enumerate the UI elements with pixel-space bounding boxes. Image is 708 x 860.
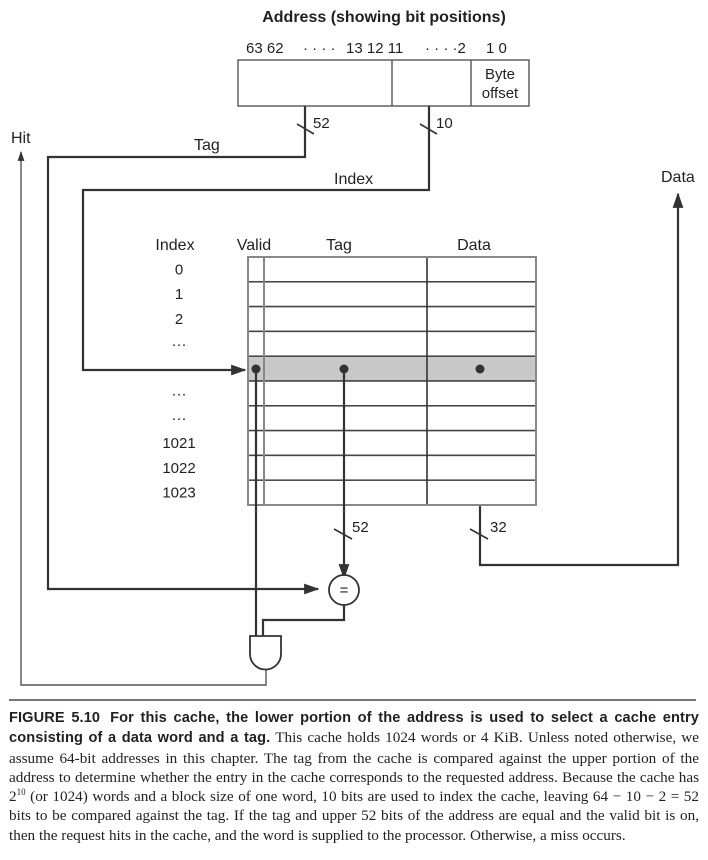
- cache-tag-width-label: 52: [352, 519, 369, 536]
- index-wire-label: Index: [334, 171, 373, 188]
- tag-bus-slash: [296, 123, 315, 135]
- and-gate: [249, 635, 282, 671]
- tag-tap-dot: [339, 364, 349, 374]
- cache-row: [247, 256, 537, 283]
- cache-row: [247, 305, 537, 333]
- cache-row: [247, 380, 537, 407]
- cache-table: 0 1 2 ··· ··· ··· 1021 1022 1023: [162, 256, 537, 506]
- header-data: Data: [457, 237, 491, 254]
- caption-divider: [9, 699, 696, 701]
- row-index-label: 1021: [162, 435, 195, 452]
- header-tag: Tag: [326, 237, 352, 254]
- caption-superscript: 10: [16, 787, 26, 798]
- address-title: Address (showing bit positions): [262, 9, 506, 26]
- cache-row: [247, 330, 537, 357]
- valid-tap-dot: [251, 364, 261, 374]
- header-index: Index: [155, 237, 194, 254]
- row-index-label: ···: [172, 336, 187, 353]
- tag-wire-label: Tag: [194, 137, 220, 154]
- cache-row: [247, 454, 537, 481]
- caption-body-2: (or 1024) words and a block size of one …: [9, 788, 699, 844]
- row-index-label: 1: [175, 286, 183, 303]
- row-index-label: 1022: [162, 460, 195, 477]
- tag-width-label: 52: [313, 115, 330, 132]
- cache-table-border: [247, 256, 537, 506]
- index-bus-slash: [419, 123, 438, 135]
- row-index-label: 1023: [162, 485, 195, 502]
- caption-body-1: This cache holds 1024 words or 4 KiB. Un…: [9, 729, 699, 806]
- header-valid: Valid: [237, 237, 271, 254]
- cache-row: [247, 281, 537, 308]
- cache-row-selected: [247, 355, 537, 382]
- tag-wire: [46, 106, 320, 595]
- cache-row: [247, 429, 537, 457]
- row-index-label: ···: [172, 385, 187, 402]
- row-index-label: 0: [175, 261, 183, 278]
- cache-row: [247, 405, 537, 432]
- bit-dots-left: · · · ·: [303, 40, 335, 57]
- byte-offset-label-2: offset: [482, 85, 519, 102]
- byte-offset-label-1: Byte: [485, 66, 515, 83]
- hit-wire: [17, 151, 267, 686]
- bit-label-1-0: 1 0: [486, 40, 507, 57]
- cache-tag-bus-slash: [333, 528, 353, 540]
- bit-label-13-12-11: 13 12 11: [346, 40, 403, 57]
- bit-dots-right: · · · ·2: [425, 40, 466, 57]
- cache-diagram: Address (showing bit positions) 63 62 · …: [11, 9, 695, 686]
- hit-label: Hit: [11, 130, 31, 147]
- data-width-label: 32: [490, 519, 507, 536]
- data-output-label: Data: [661, 169, 695, 186]
- address-register: [237, 59, 530, 107]
- figure-number: FIGURE 5.10: [9, 710, 101, 726]
- caption-bold-text: For this cache, the lower portion of the…: [9, 710, 699, 747]
- row-index-label: 2: [175, 311, 183, 328]
- compare-result-wire: [261, 605, 346, 636]
- data-tap-dot: [475, 364, 485, 374]
- bit-label-63-62: 63 62: [246, 40, 284, 57]
- cache-row: [247, 479, 537, 506]
- row-index-label: ···: [172, 410, 187, 427]
- index-wire: [81, 106, 431, 376]
- comparator-equals-symbol: =: [340, 582, 349, 599]
- data-bus-slash: [469, 528, 489, 540]
- index-width-label: 10: [436, 115, 453, 132]
